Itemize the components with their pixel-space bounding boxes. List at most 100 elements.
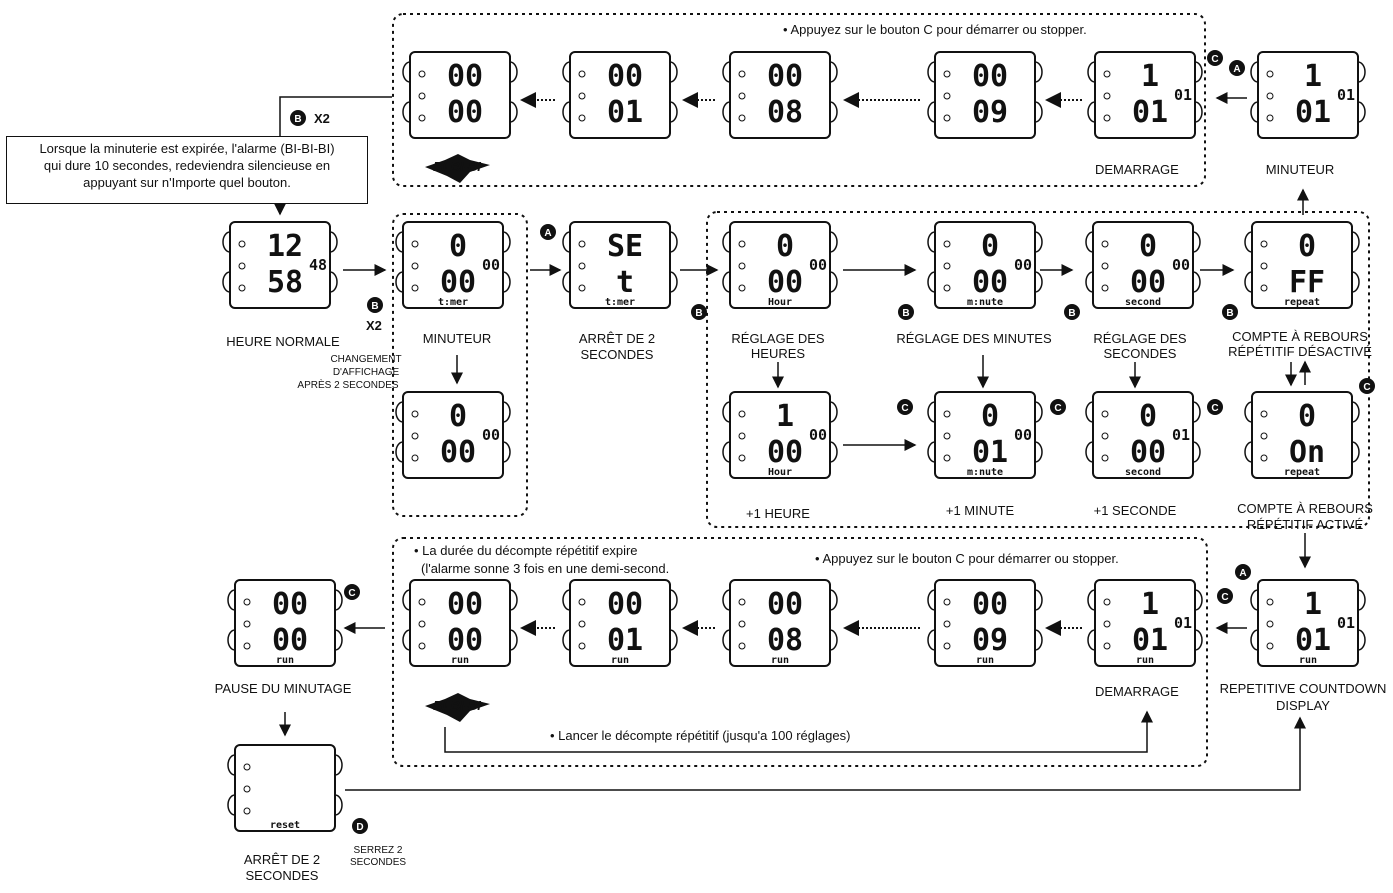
alarm-icon: [243, 598, 251, 606]
timer-icon: [1260, 454, 1268, 462]
watch-screen: reset: [227, 744, 343, 832]
watch-lug: [222, 271, 231, 293]
timer-icon: [578, 284, 586, 292]
watch-lug: [1357, 629, 1366, 651]
alarm-icon: [243, 763, 251, 771]
lcd-bottom-digits: 00: [767, 435, 803, 470]
changement-label: CHANGEMENT: [330, 354, 401, 365]
button-d-badge: D: [352, 818, 368, 834]
stopwatch-icon: [1266, 92, 1274, 100]
heure-normale-label: HEURE NORMALE: [226, 334, 340, 349]
button-badge-icon: [1222, 304, 1238, 320]
button-badge-icon: [691, 304, 707, 320]
watch-lug: [1244, 441, 1253, 463]
demarrage-top-label: DEMARRAGE: [1095, 162, 1179, 177]
svg-text:BI-BI-BI: BI-BI-BI: [433, 698, 481, 713]
alarm-note-line: Lorsque la minuterie est expirée, l'alar…: [39, 141, 335, 156]
watch-lug: [829, 101, 838, 123]
watch-lug: [1085, 401, 1094, 423]
watch-lug: [334, 589, 343, 611]
watch-lug: [227, 629, 236, 651]
watch-lug: [329, 231, 338, 253]
watch-lug: [562, 629, 571, 651]
watch-lug: [1357, 101, 1366, 123]
lcd-bottom-digits: 08: [767, 623, 803, 658]
lcd-mode-text: second: [1125, 297, 1161, 308]
timer-icon: [243, 807, 251, 815]
alarm-icon: [738, 70, 746, 78]
watch-lug: [1034, 441, 1043, 463]
button-badge-letter: C: [1211, 54, 1218, 65]
watch-face: [402, 221, 504, 309]
lcd-mode-text: reset: [270, 820, 300, 831]
button-badge-letter: C: [1221, 592, 1228, 603]
lcd-bottom-digits: 00: [272, 623, 308, 658]
watch-lug: [722, 589, 731, 611]
stopwatch-icon: [578, 262, 586, 270]
button-b-badge: B: [1064, 304, 1080, 320]
watch-lug: [722, 629, 731, 651]
arret-label: SECONDES: [581, 347, 654, 362]
watch-lug: [1192, 401, 1201, 423]
lcd-bottom-digits: 00: [447, 95, 483, 130]
stopwatch-icon: [738, 92, 746, 100]
compte-off-label: RÉPÉTITIF DÉSACTIVÉ: [1228, 344, 1372, 359]
reglage-heures-label: HEURES: [751, 346, 806, 361]
button-badge-icon: [897, 399, 913, 415]
lcd-top-digits: 00: [767, 587, 803, 622]
watch-lug: [829, 231, 838, 253]
watch-face: [1092, 221, 1194, 309]
watch-lug: [722, 401, 731, 423]
button-badge-letter: B: [1068, 308, 1075, 319]
setting-group: [706, 211, 1370, 528]
lcd-top-digits: 00: [272, 587, 308, 622]
lcd-mode-text: second: [1125, 467, 1161, 478]
alarm-note-line: qui dure 10 secondes, redeviendra silenc…: [43, 158, 331, 173]
watch-lug: [227, 794, 236, 816]
watch-face: [1257, 579, 1359, 667]
stopwatch-icon: [1266, 620, 1274, 628]
lcd-bottom-digits: 01: [1132, 95, 1168, 130]
watch-lug: [829, 589, 838, 611]
alarm-icon: [738, 240, 746, 248]
lcd-small-digits: 00: [809, 426, 827, 444]
watch-lug: [722, 61, 731, 83]
watch-lug: [395, 441, 404, 463]
watch-lug: [502, 231, 511, 253]
lcd-mode-text: run: [611, 655, 629, 666]
button-badge-letter: D: [356, 822, 363, 833]
stopwatch-icon: [243, 785, 251, 793]
watch-lug: [1087, 101, 1096, 123]
watch-face: [1257, 51, 1359, 139]
button-b-badge: B: [691, 304, 707, 320]
button-badge-icon: [1207, 399, 1223, 415]
minuteur-top-label: MINUTEUR: [1266, 162, 1335, 177]
watch-lug: [1194, 101, 1203, 123]
dotted-arrows: [520, 92, 1082, 636]
changement-label: APRÈS 2 SECONDES: [297, 378, 398, 391]
lcd-top-digits: 00: [607, 587, 643, 622]
watch-lug: [227, 754, 236, 776]
watch-lug: [1034, 401, 1043, 423]
timer-icon: [1103, 114, 1111, 122]
lcd-mode-text: Hour: [768, 297, 792, 308]
watch-lug: [1351, 271, 1360, 293]
watch-face: [934, 579, 1036, 667]
top-instruction: • Appuyez sur le bouton C pour démarrer …: [783, 22, 1087, 37]
stopwatch-icon: [1103, 92, 1111, 100]
lcd-bottom-digits: 01: [607, 623, 643, 658]
button-badge-letter: C: [348, 588, 355, 599]
button-badge-letter: C: [1211, 403, 1218, 414]
button-badge-letter: B: [902, 308, 909, 319]
lcd-small-digits: 00: [1014, 426, 1032, 444]
lcd-top-digits: 0: [1139, 229, 1157, 264]
stopwatch-icon: [943, 262, 951, 270]
watch-lug: [402, 589, 411, 611]
lcd-top-digits: 00: [447, 587, 483, 622]
lcd-small-digits: 00: [1172, 256, 1190, 274]
timer-icon: [1266, 114, 1274, 122]
